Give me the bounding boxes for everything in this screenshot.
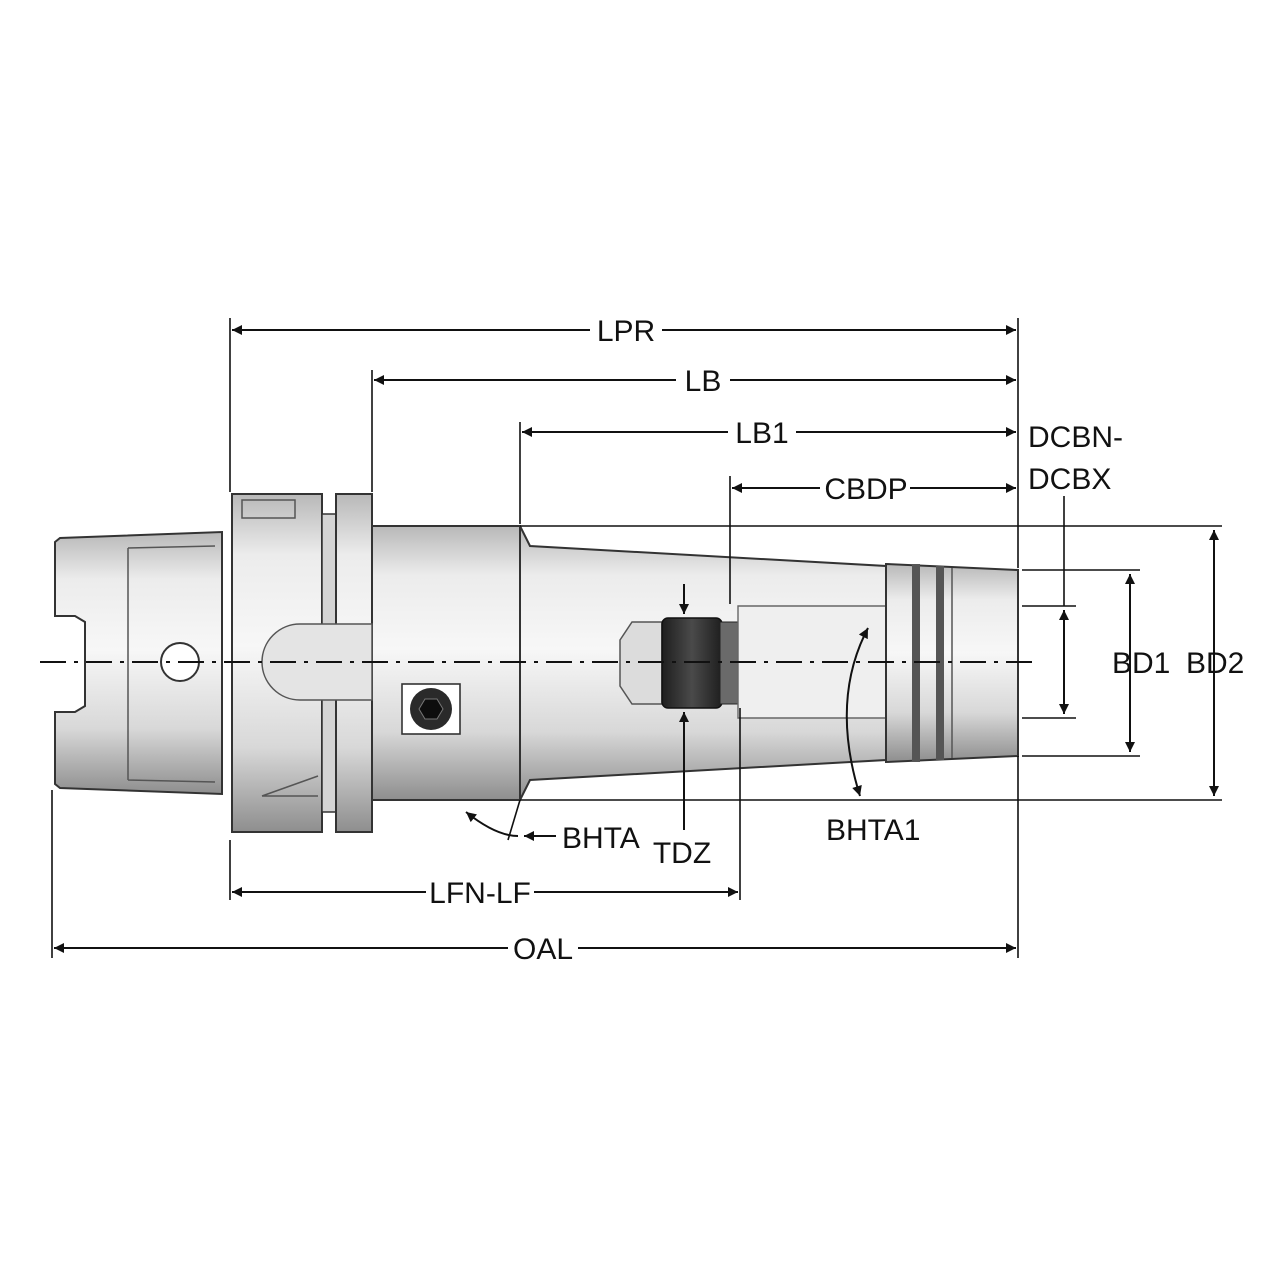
shank-inner-contour — [127, 545, 216, 783]
label-bhta: BHTA — [562, 822, 640, 855]
label-cbdp: CBDP — [824, 473, 907, 506]
label-lb: LB — [685, 365, 722, 398]
flange-slot-top — [241, 499, 296, 519]
label-tdz: TDZ — [653, 837, 711, 870]
dim-bhta-slant — [507, 799, 521, 841]
label-dcbx: DCBX — [1028, 463, 1111, 496]
clamping-screw — [401, 683, 461, 735]
flange-detail-lower — [261, 775, 319, 797]
label-bd2: BD2 — [1186, 647, 1244, 680]
tool-body — [54, 493, 1019, 833]
dimension-lines — [54, 325, 1219, 953]
label-lpr: LPR — [597, 315, 655, 348]
label-dcbn: DCBN- — [1028, 421, 1123, 454]
label-bhta1: BHTA1 — [826, 814, 920, 847]
extension-lines — [51, 318, 1222, 958]
label-oal: OAL — [513, 933, 573, 966]
dim-bhta1-arc — [845, 627, 869, 797]
label-lfn-lf: LFN-LF — [429, 877, 531, 910]
label-lb1: LB1 — [735, 417, 788, 450]
dimension-labels: LPR LB LB1 CBDP DCBN- DCBX BD1 BD2 BHTA … — [429, 315, 1244, 966]
label-bd1: BD1 — [1112, 647, 1170, 680]
dim-bhta-arc — [465, 811, 519, 837]
